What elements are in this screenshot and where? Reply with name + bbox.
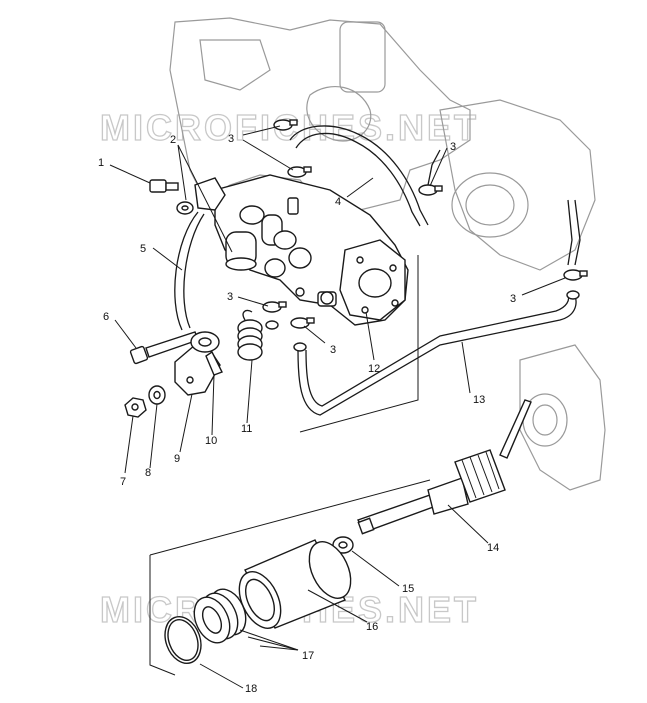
callout-labels: 1 2 3 3 4 5 3 3 3 6 12 13 7 8 9 10 11 14… xyxy=(98,133,516,695)
washer-2 xyxy=(176,201,194,215)
hose-end-rings xyxy=(265,287,580,352)
callout-5: 5 xyxy=(140,243,146,255)
nut-7 xyxy=(124,397,147,418)
callout-1: 1 xyxy=(98,157,104,169)
seals-17 xyxy=(193,588,247,644)
snap-ring-18 xyxy=(164,616,202,664)
hose-13 xyxy=(297,294,577,416)
hose-4 xyxy=(289,125,429,227)
callout-3-mid-left: 3 xyxy=(227,291,233,303)
hose-clamp-right xyxy=(418,184,443,196)
gasket-10 xyxy=(190,331,223,376)
callout-8: 8 xyxy=(145,467,151,479)
bolt-6 xyxy=(129,331,199,365)
shaft-14 xyxy=(356,399,532,535)
callout-6: 6 xyxy=(103,311,109,323)
spring-11 xyxy=(237,309,263,361)
callout-18: 18 xyxy=(245,683,257,695)
hose-5 xyxy=(174,211,205,331)
hose-clamp-top xyxy=(273,119,298,131)
hose-clamp-mid-left xyxy=(262,301,287,313)
callout-9: 9 xyxy=(174,453,180,465)
callout-7: 7 xyxy=(120,476,126,488)
callout-3-right: 3 xyxy=(450,141,456,153)
callout-17: 17 xyxy=(302,650,314,662)
callout-4: 4 xyxy=(335,196,341,208)
sleeve-16 xyxy=(238,539,352,629)
callout-11: 11 xyxy=(241,423,252,435)
callout-13: 13 xyxy=(473,394,485,406)
callout-3-top: 3 xyxy=(228,133,234,145)
callout-14: 14 xyxy=(487,542,499,554)
engine-block-background xyxy=(169,17,596,271)
hose-right xyxy=(427,149,581,266)
washer-8 xyxy=(148,385,166,405)
hose-clamp-far-right xyxy=(563,269,588,281)
callout-16: 16 xyxy=(366,621,378,633)
callout-12: 12 xyxy=(368,363,380,375)
pump-mount-bracket xyxy=(194,177,226,211)
callout-15: 15 xyxy=(402,583,414,595)
callout-10: 10 xyxy=(205,435,217,447)
oil-pump-body xyxy=(214,174,409,326)
bolt-1 xyxy=(149,179,179,193)
callout-3-mid: 3 xyxy=(330,344,336,356)
hose-clamp-mid xyxy=(290,317,315,329)
callout-3-far-right: 3 xyxy=(510,293,516,305)
leader-lines xyxy=(109,125,566,689)
engine-case-background xyxy=(519,344,606,491)
assembly-boundary xyxy=(149,255,431,676)
callout-2: 2 xyxy=(170,134,176,146)
